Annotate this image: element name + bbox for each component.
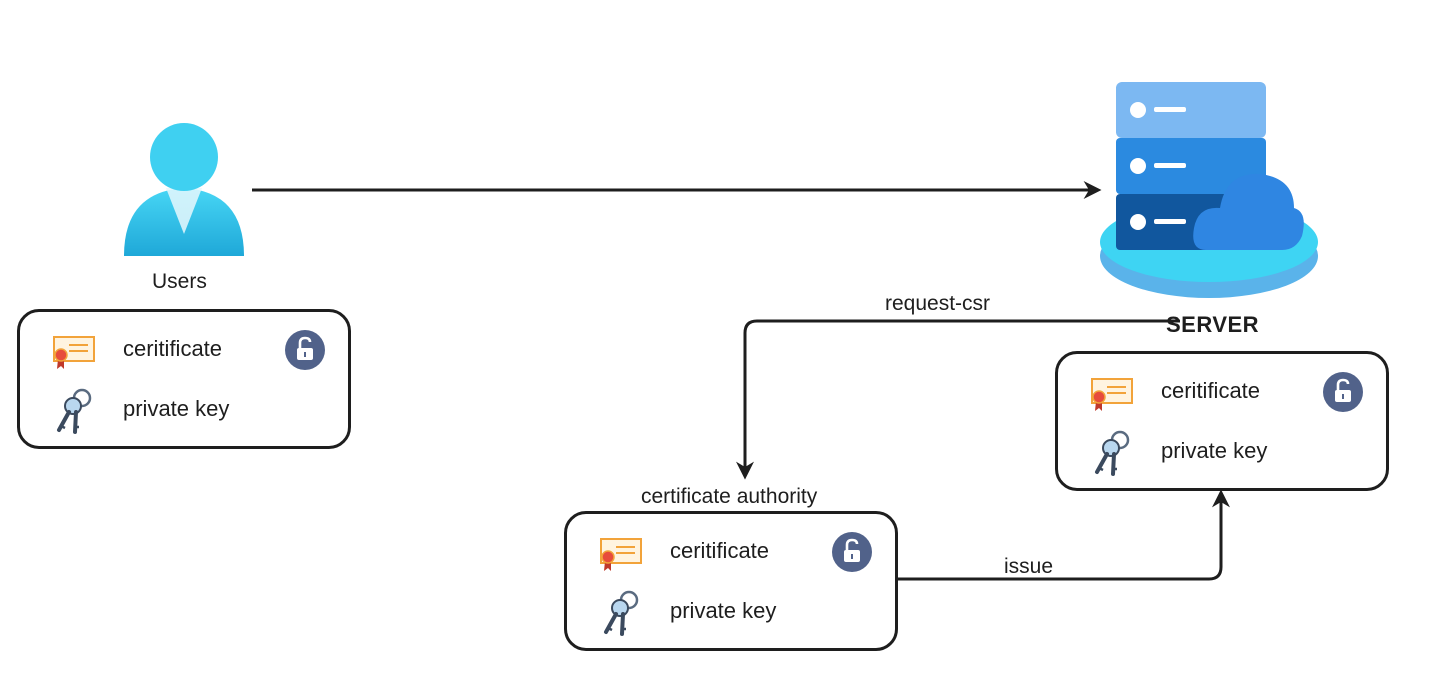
keys-icon — [600, 588, 644, 643]
request-csr-arrow — [736, 319, 1180, 480]
private-key-label: private key — [670, 598, 777, 623]
certificate-authority-label: certificate authority — [641, 485, 818, 508]
server-label: SERVER — [1166, 312, 1260, 337]
server-credentials-card: ceritificate private key — [1055, 351, 1389, 491]
certificate-icon — [600, 537, 644, 578]
keys-icon — [1091, 428, 1135, 483]
users-credentials-card: ceritificate private key — [17, 309, 351, 449]
request-csr-label: request-csr — [885, 292, 991, 315]
issue-label: issue — [1004, 555, 1054, 578]
keys-icon — [53, 386, 97, 441]
ca-credentials-card: ceritificate private key — [564, 511, 898, 651]
certificate-label: ceritificate — [670, 538, 770, 563]
server-cloud-icon — [1098, 80, 1322, 302]
user-icon — [120, 122, 248, 260]
private-key-label: private key — [123, 396, 230, 421]
certificate-label: ceritificate — [1161, 378, 1261, 403]
users-label: Users — [152, 270, 207, 293]
certificate-label: ceritificate — [123, 336, 223, 361]
issue-arrow — [897, 489, 1230, 581]
unlock-icon — [1322, 371, 1364, 418]
unlock-icon — [831, 531, 873, 578]
certificate-icon — [1091, 377, 1135, 418]
unlock-icon — [284, 329, 326, 376]
private-key-label: private key — [1161, 438, 1268, 463]
certificate-icon — [53, 335, 97, 376]
